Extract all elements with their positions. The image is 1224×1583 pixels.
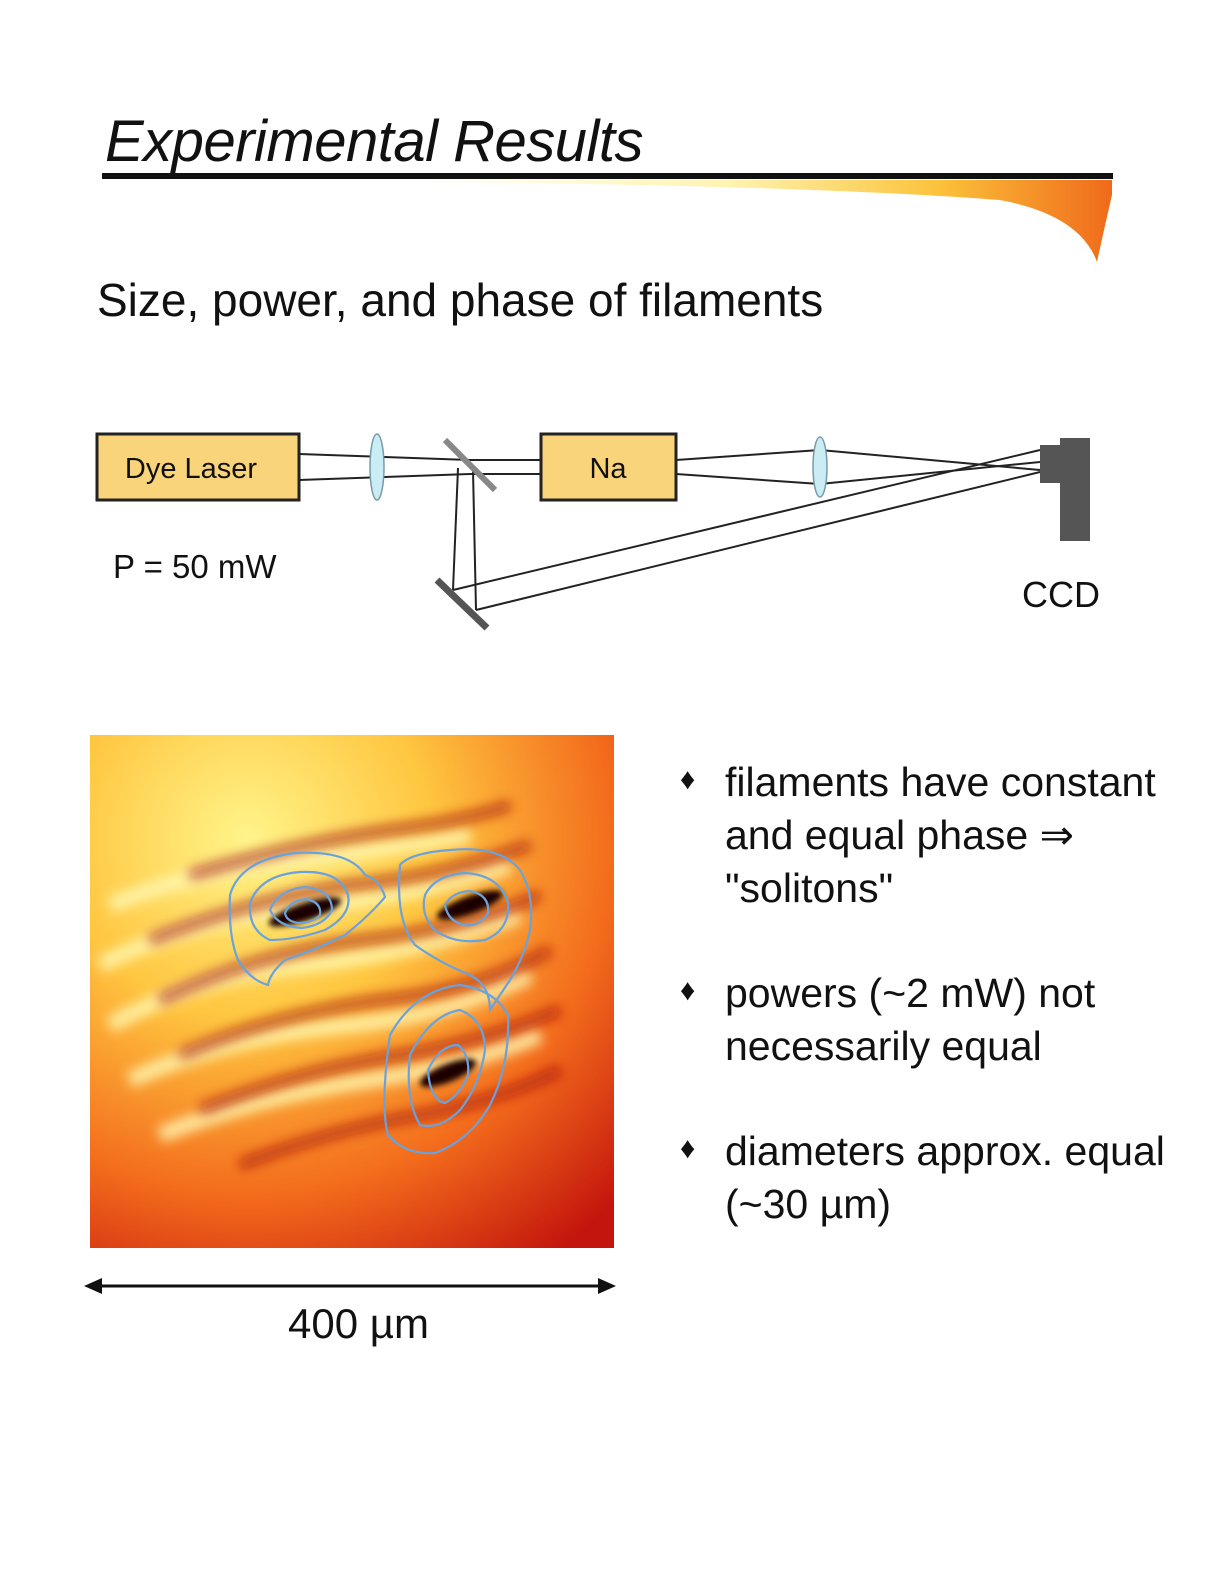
page-subtitle: Size, power, and phase of filaments <box>97 274 824 326</box>
ccd-label: CCD <box>1022 574 1100 615</box>
lens-1 <box>369 433 385 501</box>
na-cell-box <box>539 432 678 502</box>
dye-laser-label: Dye Laser <box>125 453 258 485</box>
ccd-camera <box>1060 438 1090 541</box>
diamond-bullet-icon: ♦ <box>680 763 696 796</box>
bullet-item: ♦ diameters approx. equal (~30 µm) <box>680 1125 1200 1231</box>
scale-arrow-right <box>598 1278 616 1294</box>
power-label: P = 50 mW <box>113 548 277 585</box>
setup-diagram: Dye Laser Na <box>95 432 1090 631</box>
dye-laser-box <box>95 432 301 502</box>
title-swoosh <box>420 180 1112 262</box>
page-title: Experimental Results <box>105 109 644 174</box>
contour-lines <box>228 848 533 1155</box>
scale-label: 400 µm <box>288 1300 429 1347</box>
bullet-text: powers (~2 mW) not necessarily equal <box>725 970 1096 1069</box>
beamsplitter <box>442 437 498 493</box>
title-underline <box>102 173 1113 262</box>
scale-arrow-left <box>84 1278 102 1294</box>
diamond-bullet-icon: ♦ <box>680 1132 696 1165</box>
mirror <box>434 577 490 631</box>
bullet-list: ♦ filaments have constant and equal phas… <box>680 756 1200 1283</box>
ccd-lens <box>1040 445 1062 483</box>
lens-2 <box>812 436 828 498</box>
diamond-bullet-icon: ♦ <box>680 974 696 1007</box>
na-cell-label: Na <box>589 453 627 485</box>
bullet-text: diameters approx. equal (~30 µm) <box>725 1128 1165 1227</box>
bullet-text: filaments have constant and equal phase … <box>725 759 1156 911</box>
title-rule <box>102 173 1113 179</box>
bullet-item: ♦ filaments have constant and equal phas… <box>680 756 1200 915</box>
interference-image <box>90 735 614 1248</box>
bullet-item: ♦ powers (~2 mW) not necessarily equal <box>680 967 1200 1073</box>
beam-paths <box>298 449 1041 611</box>
